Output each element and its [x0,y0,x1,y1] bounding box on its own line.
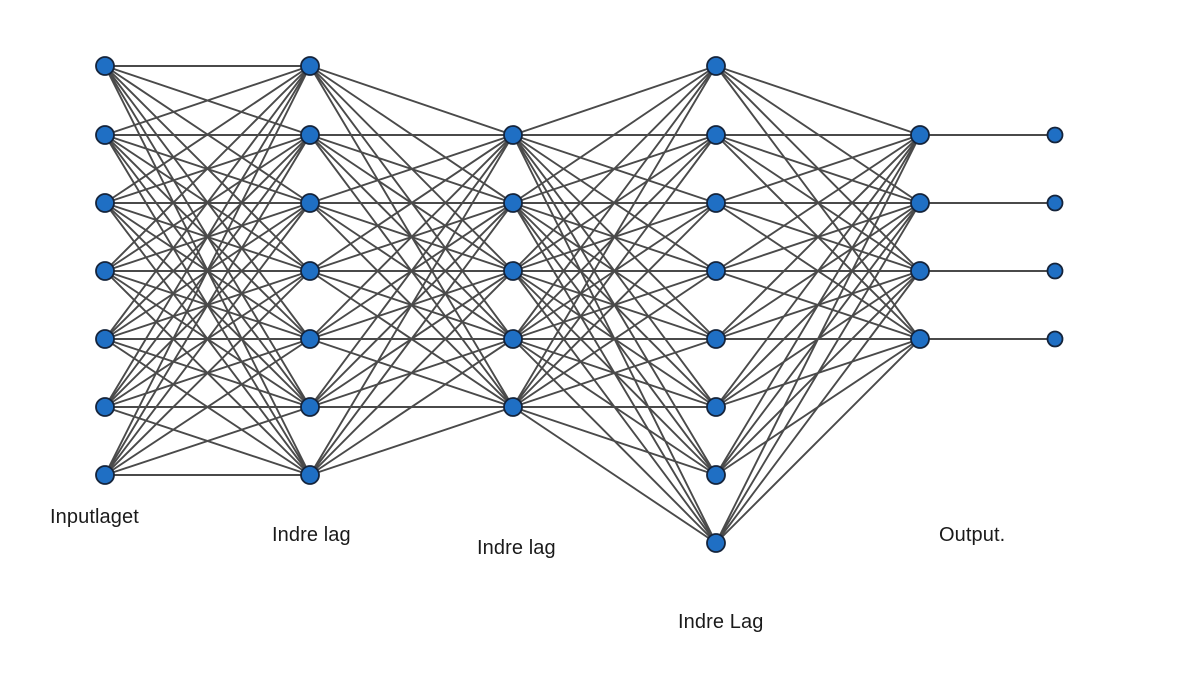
layer-label-input: Inputlaget [50,506,139,528]
layer-label-hidden-3: Indre Lag [678,611,764,633]
edge [715,134,921,204]
node-layer-hidden-1-7[interactable] [300,465,320,485]
node-layer-output-terminal-3[interactable] [1046,262,1064,280]
edge [715,134,921,544]
edge [715,134,921,476]
node-layer-hidden-3-1[interactable] [706,56,726,76]
edge [309,134,514,340]
edge [512,202,717,408]
nodes-group [95,56,1064,553]
node-layer-output-terminal-2[interactable] [1046,194,1064,212]
node-layer-hidden-1-2[interactable] [300,125,320,145]
node-layer-input-1[interactable] [95,56,115,76]
edge [309,134,514,204]
edge [104,134,311,476]
node-layer-hidden-1-3[interactable] [300,193,320,213]
edge [715,202,921,544]
edge [512,65,717,340]
edge [309,134,514,408]
node-layer-hidden-2-4[interactable] [503,329,523,349]
node-layer-hidden-2-3[interactable] [503,261,523,281]
edge [104,65,311,476]
edge [309,65,514,136]
edge [104,406,311,476]
edge [715,134,921,408]
node-layer-output-terminal-1[interactable] [1046,126,1064,144]
edge [715,338,921,544]
node-layer-input-6[interactable] [95,397,115,417]
edge [309,406,514,476]
node-layer-hidden-2-2[interactable] [503,193,523,213]
edge [309,270,514,476]
edge [715,134,921,272]
node-layer-hidden-3-8[interactable] [706,533,726,553]
edge [512,406,717,544]
node-layer-hidden-1-4[interactable] [300,261,320,281]
edge [309,202,514,476]
node-layer-input-4[interactable] [95,261,115,281]
node-layer-output-terminal-4[interactable] [1046,330,1064,348]
edge [715,65,921,136]
edge [512,65,717,204]
edge [104,65,311,272]
node-layer-hidden-3-5[interactable] [706,329,726,349]
layer-label-output: Output. [939,524,1006,546]
edge [104,65,311,340]
edges-group [104,65,1056,544]
node-layer-hidden-2-1[interactable] [503,125,523,145]
node-layer-hidden-3-7[interactable] [706,465,726,485]
node-layer-hidden-2-5[interactable] [503,397,523,417]
layer-label-hidden-2: Indre lag [477,537,556,559]
node-layer-input-5[interactable] [95,329,115,349]
node-layer-input-2[interactable] [95,125,115,145]
node-layer-hidden-3-4[interactable] [706,261,726,281]
edge [512,65,717,408]
node-layer-output-dense-4[interactable] [910,329,930,349]
edge [309,134,514,476]
node-layer-hidden-1-6[interactable] [300,397,320,417]
edge [715,270,921,544]
edge [104,270,311,476]
node-layer-output-dense-1[interactable] [910,125,930,145]
edge [512,65,717,136]
edge [104,65,311,204]
node-layer-output-dense-2[interactable] [910,193,930,213]
node-layer-hidden-1-1[interactable] [300,56,320,76]
node-layer-hidden-1-5[interactable] [300,329,320,349]
edge [512,65,717,272]
node-layer-hidden-3-3[interactable] [706,193,726,213]
edge [104,338,311,476]
node-layer-input-3[interactable] [95,193,115,213]
node-layer-input-7[interactable] [95,465,115,485]
edge [512,270,717,408]
node-layer-output-dense-3[interactable] [910,261,930,281]
edge [104,202,311,476]
edge [309,134,514,272]
edge [512,134,717,408]
edge [512,338,717,408]
edge [104,65,311,136]
node-layer-hidden-3-6[interactable] [706,397,726,417]
layer-label-hidden-1: Indre lag [272,524,351,546]
edge [104,65,311,408]
edge [715,134,921,340]
node-layer-hidden-3-2[interactable] [706,125,726,145]
edge [512,406,717,476]
edge [309,338,514,476]
